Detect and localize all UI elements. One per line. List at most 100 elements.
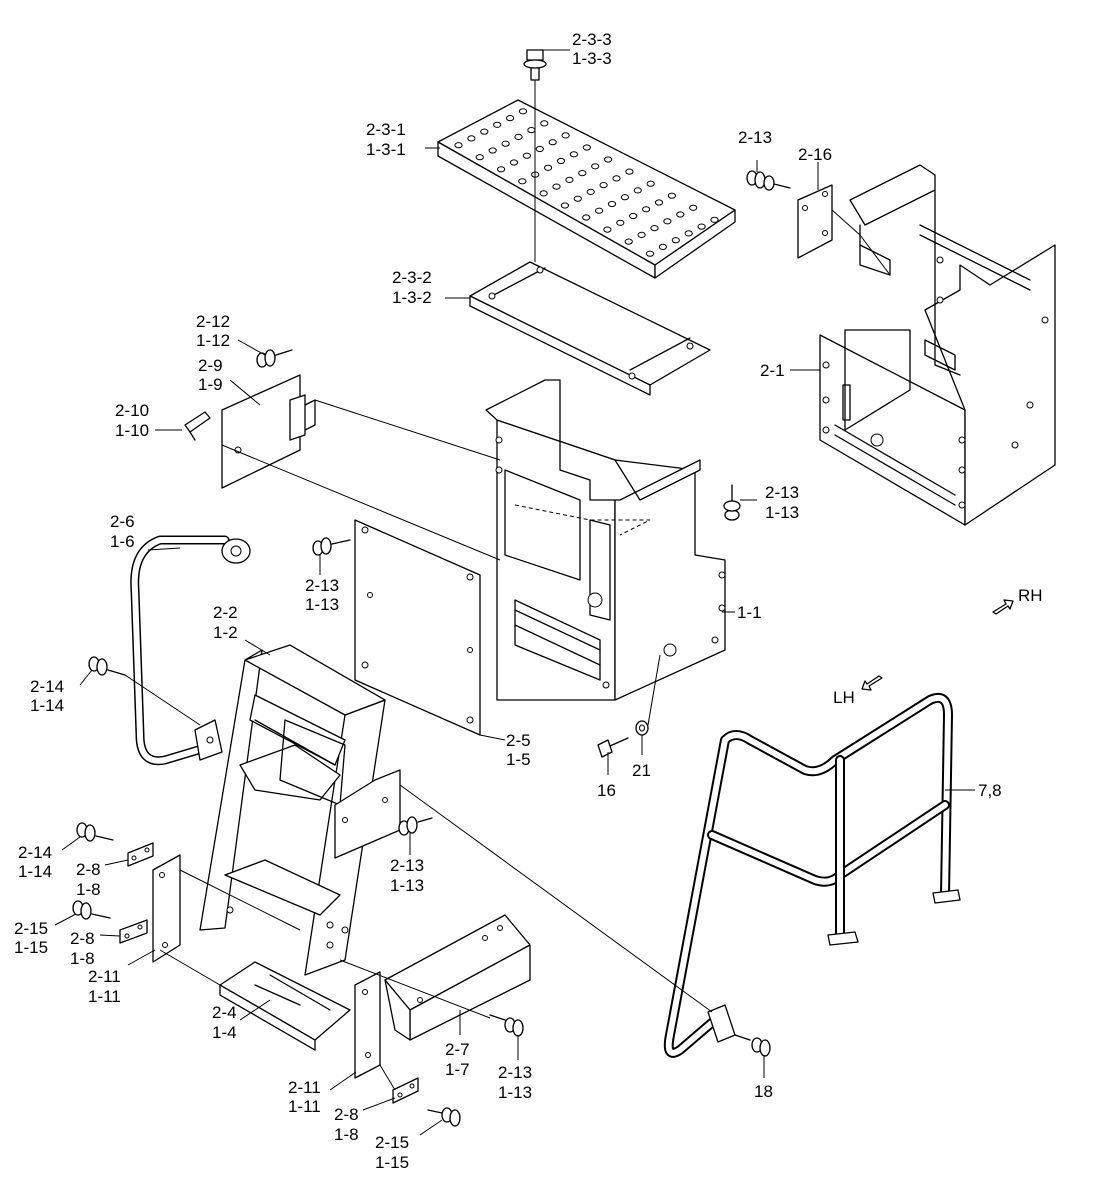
plate-hole: [654, 199, 664, 206]
callout-2-8-b: 2-8: [70, 929, 95, 948]
bolt-2-14-top: [88, 656, 201, 726]
plate-hole: [497, 166, 506, 173]
callout-labels: 2-3-3 1-3-3 2-3-1 1-3-1 2-3-2 1-3-2 2-13…: [14, 30, 1002, 1172]
plate-hole: [522, 152, 532, 159]
callout-1-8-b: 1-8: [70, 949, 95, 968]
plate-hole: [578, 170, 587, 177]
callout-1-13-lower: 1-13: [498, 1083, 532, 1102]
handrail-leader: [399, 784, 713, 1013]
plate-hole: [629, 212, 638, 220]
bolt-2-3-3: [523, 49, 547, 262]
plate-hole: [488, 147, 497, 154]
callout-2-13-top: 2-13: [738, 128, 772, 147]
callout-2-8-c: 2-8: [334, 1105, 359, 1124]
plate-2-8-c: [392, 1077, 419, 1104]
plate-hole: [475, 154, 484, 161]
bolt-2-15-bottom: [427, 1107, 461, 1127]
plate-hole: [620, 194, 630, 201]
plate-hole: [569, 151, 579, 158]
callout-2-14-lower: 2-14: [18, 843, 52, 862]
plate-hole: [591, 163, 600, 170]
plate-hole: [645, 250, 655, 257]
plate-hole: [573, 195, 582, 202]
plate-hole: [650, 225, 659, 232]
bolt-2-13-mid: [312, 537, 351, 556]
step-2-4: [219, 961, 351, 1051]
plate-hole: [616, 219, 625, 226]
callout-1-13-ladder: 1-13: [390, 876, 424, 895]
plate-hole: [514, 133, 523, 140]
plate-hole: [642, 206, 651, 213]
step-plate: [437, 99, 736, 279]
plate-hole: [676, 211, 685, 218]
plate-hole: [633, 187, 642, 194]
bolt-2-13-top: [746, 170, 791, 191]
callout-2-12: 2-12: [196, 312, 230, 331]
callout-1-3-3: 1-3-3: [572, 49, 612, 68]
callout-2-9: 2-9: [198, 356, 223, 375]
bolt-2-14-lower: [76, 822, 114, 842]
callout-1-11-lower: 1-11: [288, 1097, 321, 1116]
callout-2-6: 2-6: [110, 512, 135, 531]
plate-2-16: [797, 184, 891, 276]
direction-rh-label: RH: [1018, 586, 1043, 605]
callout-1-9: 1-9: [198, 375, 223, 394]
plate-hole: [625, 168, 634, 175]
bolt-16: [597, 737, 629, 758]
callout-2-2: 2-2: [213, 603, 238, 622]
plate-hole: [493, 121, 502, 128]
callout-2-13-lower: 2-13: [498, 1063, 532, 1082]
plate-hole: [539, 190, 548, 197]
side-bracket-2-11-upper: [152, 854, 181, 963]
plate-hole: [624, 238, 633, 245]
callout-2-15-left: 2-15: [14, 919, 48, 938]
plate-hole: [671, 237, 680, 244]
plate-hole: [506, 115, 515, 122]
handrail-7-8: [663, 692, 961, 1058]
plate-hole: [527, 127, 536, 134]
plate-hole: [612, 175, 621, 182]
callout-2-10: 2-10: [115, 401, 149, 420]
bolt-18: [734, 1034, 771, 1057]
plate-hole: [586, 188, 595, 195]
callout-21: 21: [632, 761, 651, 780]
plate-hole: [663, 218, 672, 225]
arrow-right-up-icon: [992, 599, 1014, 615]
plate-2-8-b: [119, 919, 148, 944]
callout-1-8-a: 1-8: [76, 880, 101, 899]
plate-hole: [535, 145, 544, 153]
plate-holes: [454, 108, 719, 257]
plate-hole: [561, 132, 570, 139]
callout-1-13-right: 1-13: [765, 503, 799, 522]
callout-1-3-1: 1-3-1: [366, 140, 406, 159]
plate-hole: [637, 231, 646, 238]
callout-2-16: 2-16: [798, 145, 832, 164]
callout-2-3-1: 2-3-1: [366, 120, 406, 139]
callout-1-3-2: 1-3-2: [392, 288, 432, 307]
plate-hole: [684, 230, 693, 237]
main-frame: [485, 379, 726, 701]
plate-hole: [604, 156, 613, 163]
bolt-2-15-left: [72, 900, 111, 920]
plate-hole: [509, 159, 519, 166]
callout-2-11-lower: 2-11: [288, 1078, 321, 1097]
callout-2-8-a: 2-8: [76, 860, 101, 879]
callout-1-1: 1-1: [737, 603, 762, 622]
plate-hole: [560, 202, 570, 209]
callout-2-13-right: 2-13: [765, 483, 799, 502]
ladder-mount-plate: [334, 769, 401, 859]
callout-2-13-mid: 2-13: [305, 576, 339, 595]
clip-2-10: [184, 411, 211, 441]
plate-hole: [518, 108, 528, 115]
cover-plate-2-9: [221, 374, 501, 561]
callout-1-14-top: 1-14: [30, 696, 64, 715]
plate-hole: [556, 157, 566, 165]
callout-1-14-lower: 1-14: [18, 862, 52, 881]
plate-hole: [710, 216, 719, 223]
side-bracket-2-11-lower: [354, 971, 381, 1079]
plate-hole: [658, 243, 668, 250]
plate-hole: [595, 207, 604, 214]
bolt-2-13-right: [723, 484, 741, 521]
leader-lines: [54, 49, 975, 1136]
direction-lh: LH: [833, 675, 883, 707]
